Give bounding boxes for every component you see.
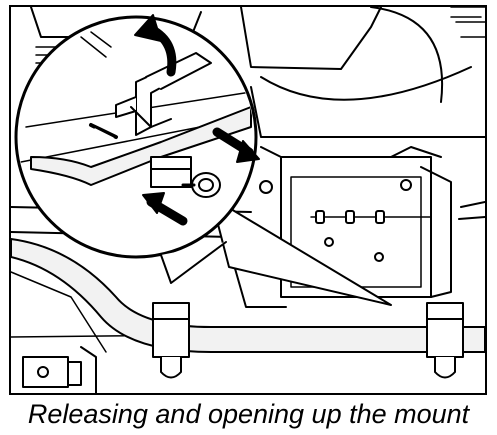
technical-illustration [9,5,487,395]
pull-arrow-icon [142,192,188,226]
rotate-arrow-icon [134,14,177,77]
hose-mount-right [426,302,464,379]
hose-mount-left [152,302,190,379]
figure-caption: Releasing and opening up the mount [27,399,470,429]
detail-inset [14,15,258,284]
callout-pointer [210,196,392,306]
hose-line [11,238,485,353]
push-arrow-icon [212,127,260,163]
